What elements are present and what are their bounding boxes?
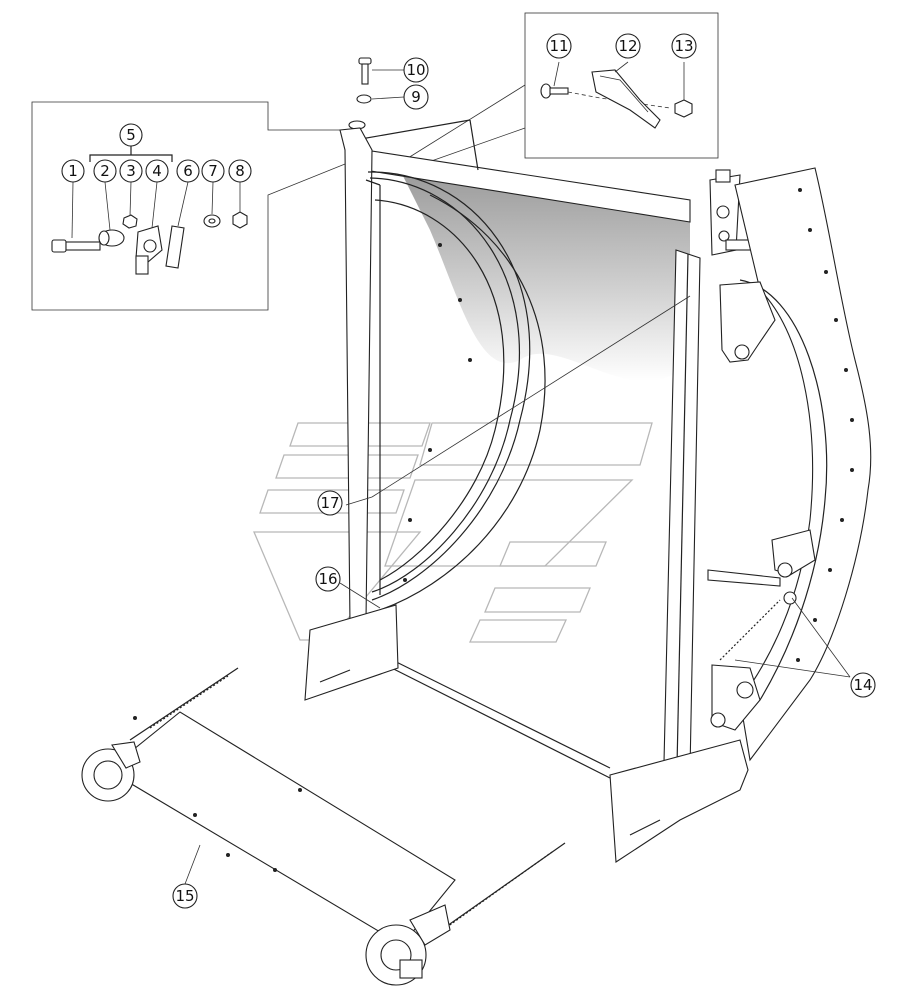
bracket-part-4: [135, 225, 163, 275]
callout-11: 11: [546, 33, 572, 59]
svg-text:4: 4: [152, 162, 162, 180]
svg-text:14: 14: [853, 676, 872, 694]
svg-text:7: 7: [208, 162, 218, 180]
callout-4: 4: [145, 159, 169, 183]
callout-8: 8: [228, 159, 252, 183]
sprocket-right: [365, 904, 451, 986]
svg-text:2: 2: [100, 162, 110, 180]
callout-15: 15: [172, 883, 198, 909]
callout-16: 16: [315, 566, 341, 592]
callout-14: 14: [850, 672, 876, 698]
nut-part-8: [232, 211, 248, 229]
svg-text:6: 6: [183, 162, 193, 180]
washer-part-9: [356, 94, 372, 104]
washer-part-7: [203, 214, 221, 228]
svg-text:12: 12: [618, 37, 637, 55]
svg-text:10: 10: [406, 61, 425, 79]
svg-text:5: 5: [126, 126, 136, 144]
panel-holes: [403, 188, 854, 662]
callout-7: 7: [201, 159, 225, 183]
pin-part-10: [358, 57, 372, 85]
svg-text:13: 13: [674, 37, 693, 55]
svg-text:17: 17: [320, 494, 339, 512]
tailgate-frame: [304, 119, 872, 863]
callout-9: 9: [403, 84, 429, 110]
callout-3: 3: [119, 159, 143, 183]
detail-inset-top: [407, 12, 719, 166]
callout-2: 2: [93, 159, 117, 183]
detail-inset-left: [31, 101, 356, 311]
nut-part-3: [122, 214, 138, 229]
floor-conveyor: [81, 667, 566, 986]
svg-text:1: 1: [68, 162, 78, 180]
sprocket-left: [81, 741, 141, 802]
svg-text:16: 16: [318, 570, 337, 588]
callout-10: 10: [403, 57, 429, 83]
callout-labels: 1 2 3 4 5 6 7 8 9 10 11 12 13 14 15 16 1…: [61, 33, 876, 909]
spring-lever-assembly: [707, 529, 816, 731]
pawl-part-12: [591, 69, 661, 129]
callout-6: 6: [176, 159, 200, 183]
plate-part-6: [165, 225, 185, 269]
svg-text:8: 8: [235, 162, 245, 180]
svg-text:3: 3: [126, 162, 136, 180]
callout-5: 5: [119, 123, 143, 147]
callout-1: 1: [61, 159, 85, 183]
nut-part-13: [674, 99, 693, 118]
bushing-part-2: [98, 229, 125, 247]
bolt-part-1: [51, 239, 101, 253]
callout-12: 12: [615, 33, 641, 59]
svg-text:9: 9: [411, 88, 421, 106]
svg-text:11: 11: [549, 37, 568, 55]
hinge-bracket-top-right: [709, 169, 757, 256]
screw-part-11: [540, 83, 569, 99]
callout-13: 13: [671, 33, 697, 59]
svg-text:15: 15: [175, 887, 194, 905]
callout-17: 17: [317, 490, 343, 516]
